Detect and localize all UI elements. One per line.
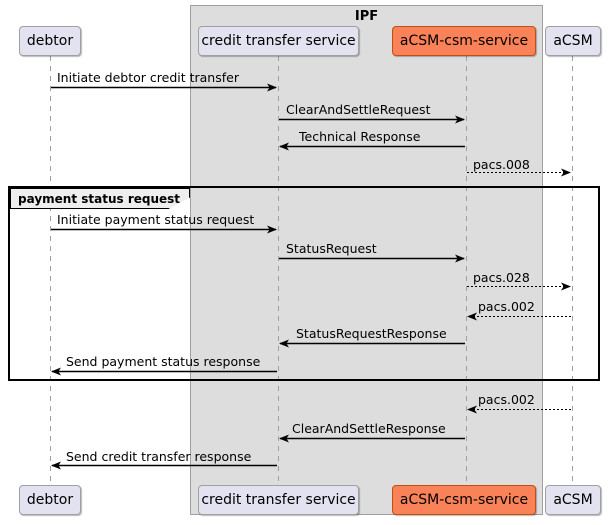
message-label-m8: pacs.002	[478, 299, 535, 314]
participant-label: credit transfer service	[201, 492, 356, 508]
participant-label: aCSM	[553, 492, 593, 508]
participant-label: debtor	[26, 33, 74, 49]
participant-credit-transfer-service-top[interactable]: credit transfer service	[198, 26, 359, 56]
message-label-m4: pacs.008	[473, 157, 530, 172]
participant-acsm-csm-service-bottom[interactable]: aCSM-csm-service	[392, 485, 536, 515]
message-label-m9: StatusRequestResponse	[296, 326, 447, 341]
participant-label: aCSM-csm-service	[399, 33, 529, 49]
participant-debtor-top[interactable]: debtor	[19, 26, 81, 56]
message-label-m12: ClearAndSettleResponse	[292, 421, 446, 436]
participant-label: aCSM-csm-service	[399, 492, 529, 508]
participant-label: aCSM	[553, 33, 593, 49]
participant-label: debtor	[26, 492, 74, 508]
message-label-m5: Initiate payment status request	[57, 212, 255, 227]
participant-debtor-bottom[interactable]: debtor	[19, 485, 81, 515]
message-label-m7: pacs.028	[473, 270, 530, 285]
message-label-m11: pacs.002	[478, 392, 535, 407]
participant-acsm-top[interactable]: aCSM	[545, 26, 601, 56]
message-label-m6: StatusRequest	[286, 241, 377, 256]
participant-label: credit transfer service	[201, 33, 356, 49]
fragment-label: payment status request	[10, 188, 190, 209]
message-label-m13: Send credit transfer response	[66, 449, 252, 464]
participant-credit-transfer-service-bottom[interactable]: credit transfer service	[198, 485, 359, 515]
message-label-m3: Technical Response	[299, 129, 421, 144]
message-label-m10: Send payment status response	[66, 354, 261, 369]
participant-acsm-csm-service-top[interactable]: aCSM-csm-service	[392, 26, 536, 56]
message-label-m1: Initiate debtor credit transfer	[57, 70, 239, 85]
group-box-ipf	[190, 5, 543, 515]
group-title-ipf: IPF	[354, 9, 379, 24]
fragment-payment-status-request	[8, 186, 600, 381]
message-label-m2: ClearAndSettleRequest	[286, 102, 431, 117]
participant-acsm-bottom[interactable]: aCSM	[545, 485, 601, 515]
